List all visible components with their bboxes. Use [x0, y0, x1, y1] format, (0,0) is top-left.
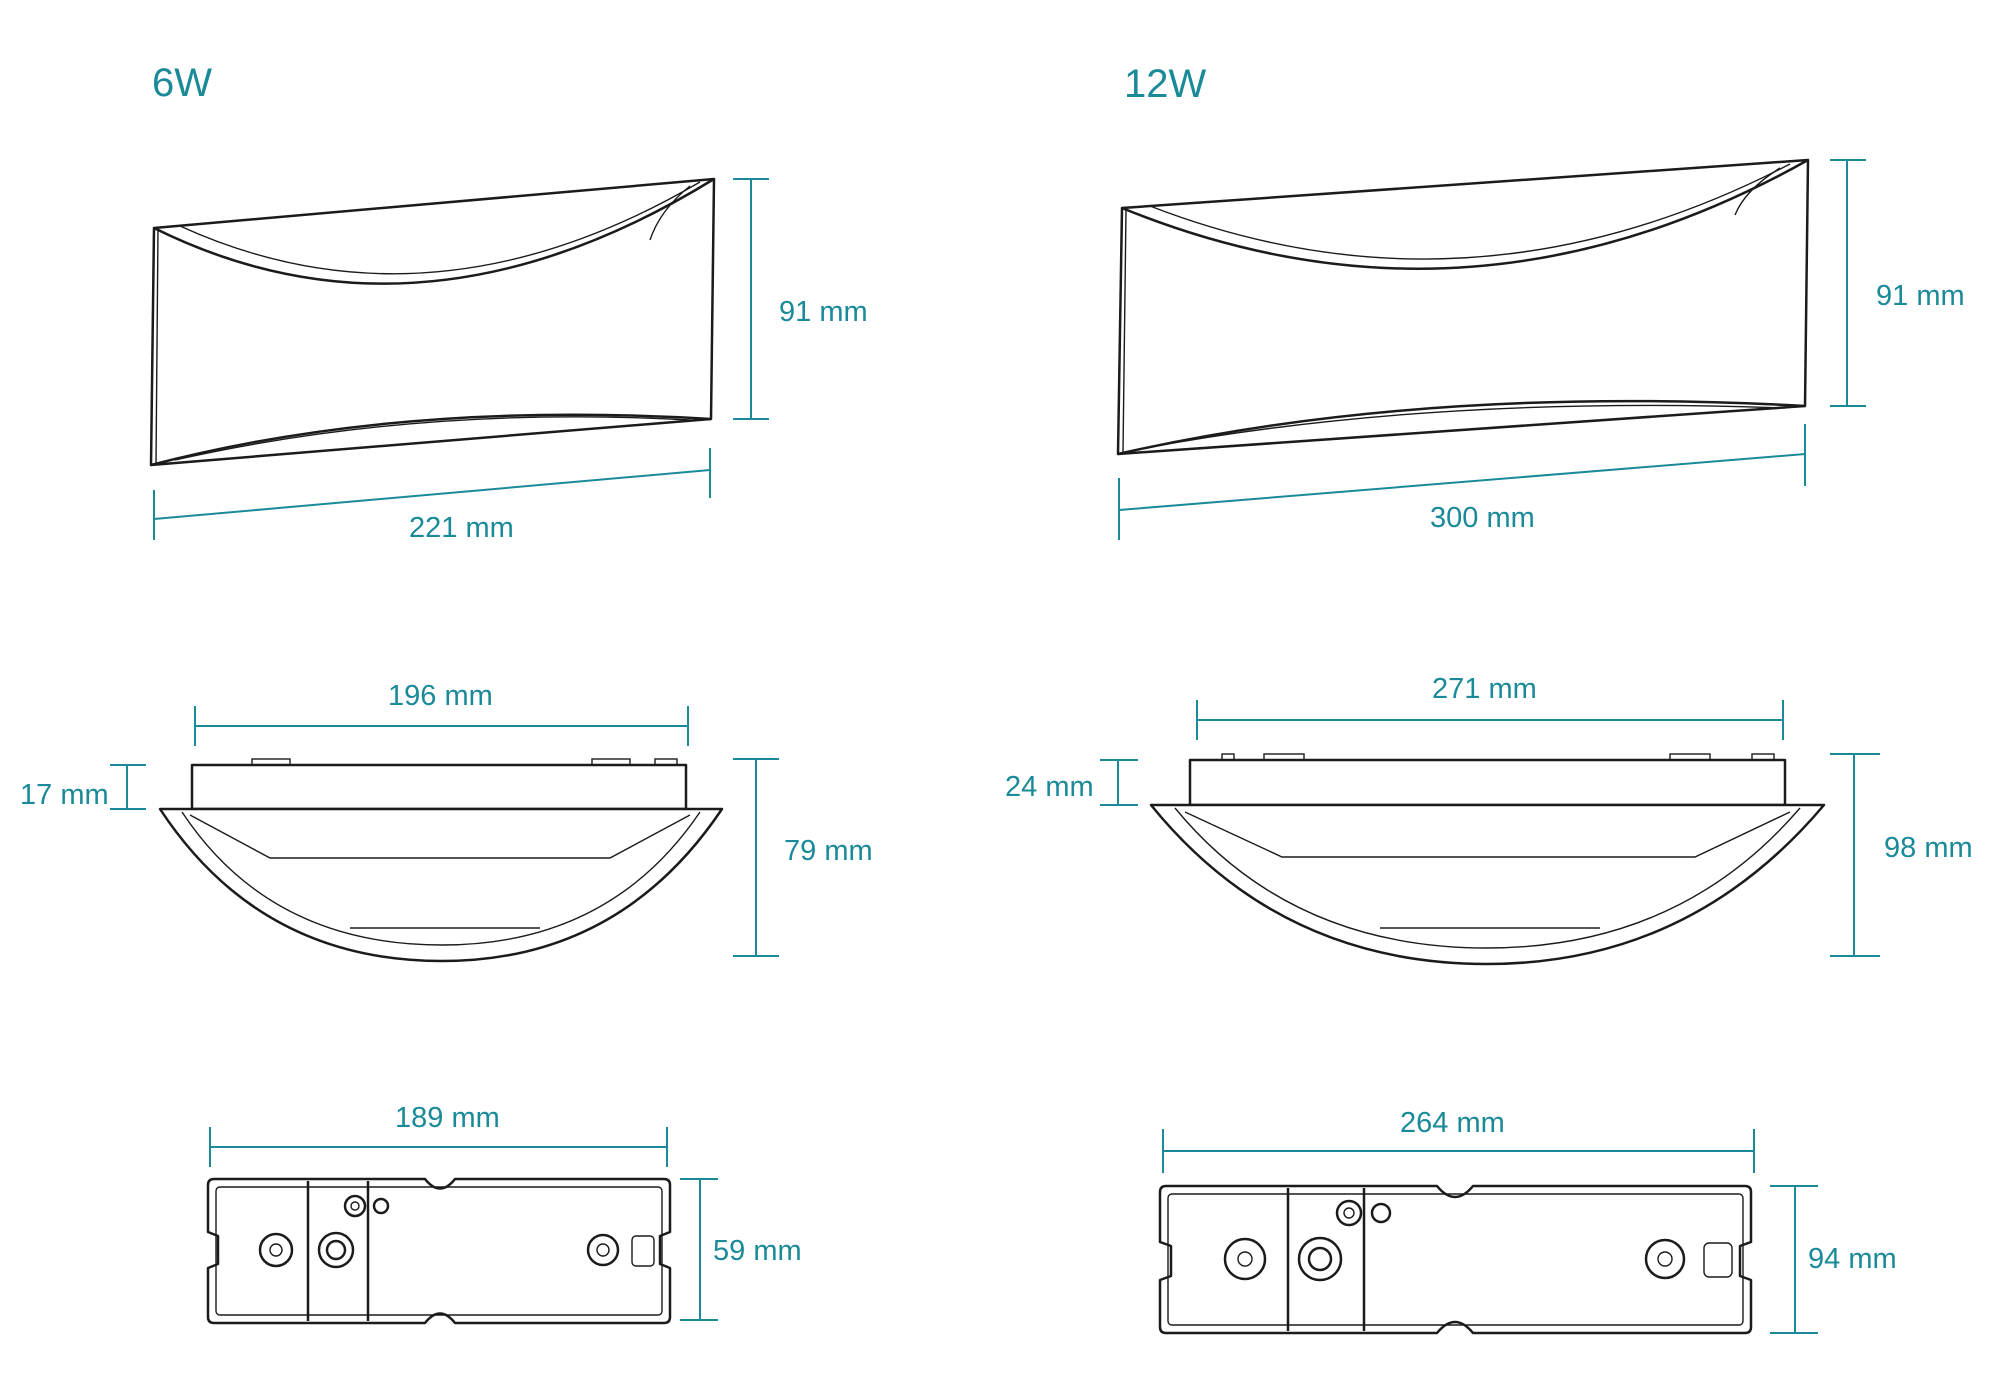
- label-front-width-6w: 221 mm: [409, 512, 514, 544]
- side-view-6w: [158, 758, 724, 963]
- base-plate-6w: [206, 1177, 672, 1325]
- dimension-width-side-6w: [194, 706, 689, 746]
- side-view-12w: [1149, 753, 1826, 966]
- dimension-width-front-12w: [1118, 424, 1806, 540]
- label-base-height-6w: 59 mm: [713, 1235, 802, 1267]
- dimension-depth-side-6w: [110, 764, 146, 810]
- dimension-height-base-6w: [680, 1178, 718, 1321]
- label-side-depth-12w: 24 mm: [1005, 771, 1094, 803]
- dimension-height-side-12w: [1830, 753, 1880, 957]
- label-base-height-12w: 94 mm: [1808, 1243, 1897, 1275]
- dimension-height-front-12w: [1830, 159, 1866, 407]
- front-view-6w: [149, 177, 716, 467]
- dimension-depth-side-12w: [1100, 759, 1138, 806]
- front-view-12w: [1116, 158, 1810, 456]
- dimension-height-front-6w: [733, 178, 769, 420]
- label-side-width-12w: 271 mm: [1432, 673, 1537, 705]
- dimension-width-side-12w: [1196, 700, 1784, 740]
- model-title-12w: 12W: [1124, 62, 1206, 106]
- label-base-width-12w: 264 mm: [1400, 1107, 1505, 1139]
- base-plate-12w: [1158, 1184, 1753, 1335]
- dimension-width-front-6w: [153, 448, 711, 540]
- label-side-height-12w: 98 mm: [1884, 832, 1973, 864]
- dimension-width-base-12w: [1162, 1129, 1755, 1173]
- label-side-depth-6w: 17 mm: [20, 779, 109, 811]
- dimension-width-base-6w: [209, 1127, 668, 1167]
- dimension-height-base-12w: [1770, 1185, 1818, 1334]
- label-side-height-6w: 79 mm: [784, 835, 873, 867]
- label-side-width-6w: 196 mm: [388, 680, 493, 712]
- label-base-width-6w: 189 mm: [395, 1102, 500, 1134]
- model-title-6w: 6W: [152, 61, 212, 105]
- label-front-width-12w: 300 mm: [1430, 502, 1535, 534]
- dimension-height-side-6w: [733, 758, 779, 957]
- label-front-height-12w: 91 mm: [1876, 280, 1965, 312]
- label-front-height-6w: 91 mm: [779, 296, 868, 328]
